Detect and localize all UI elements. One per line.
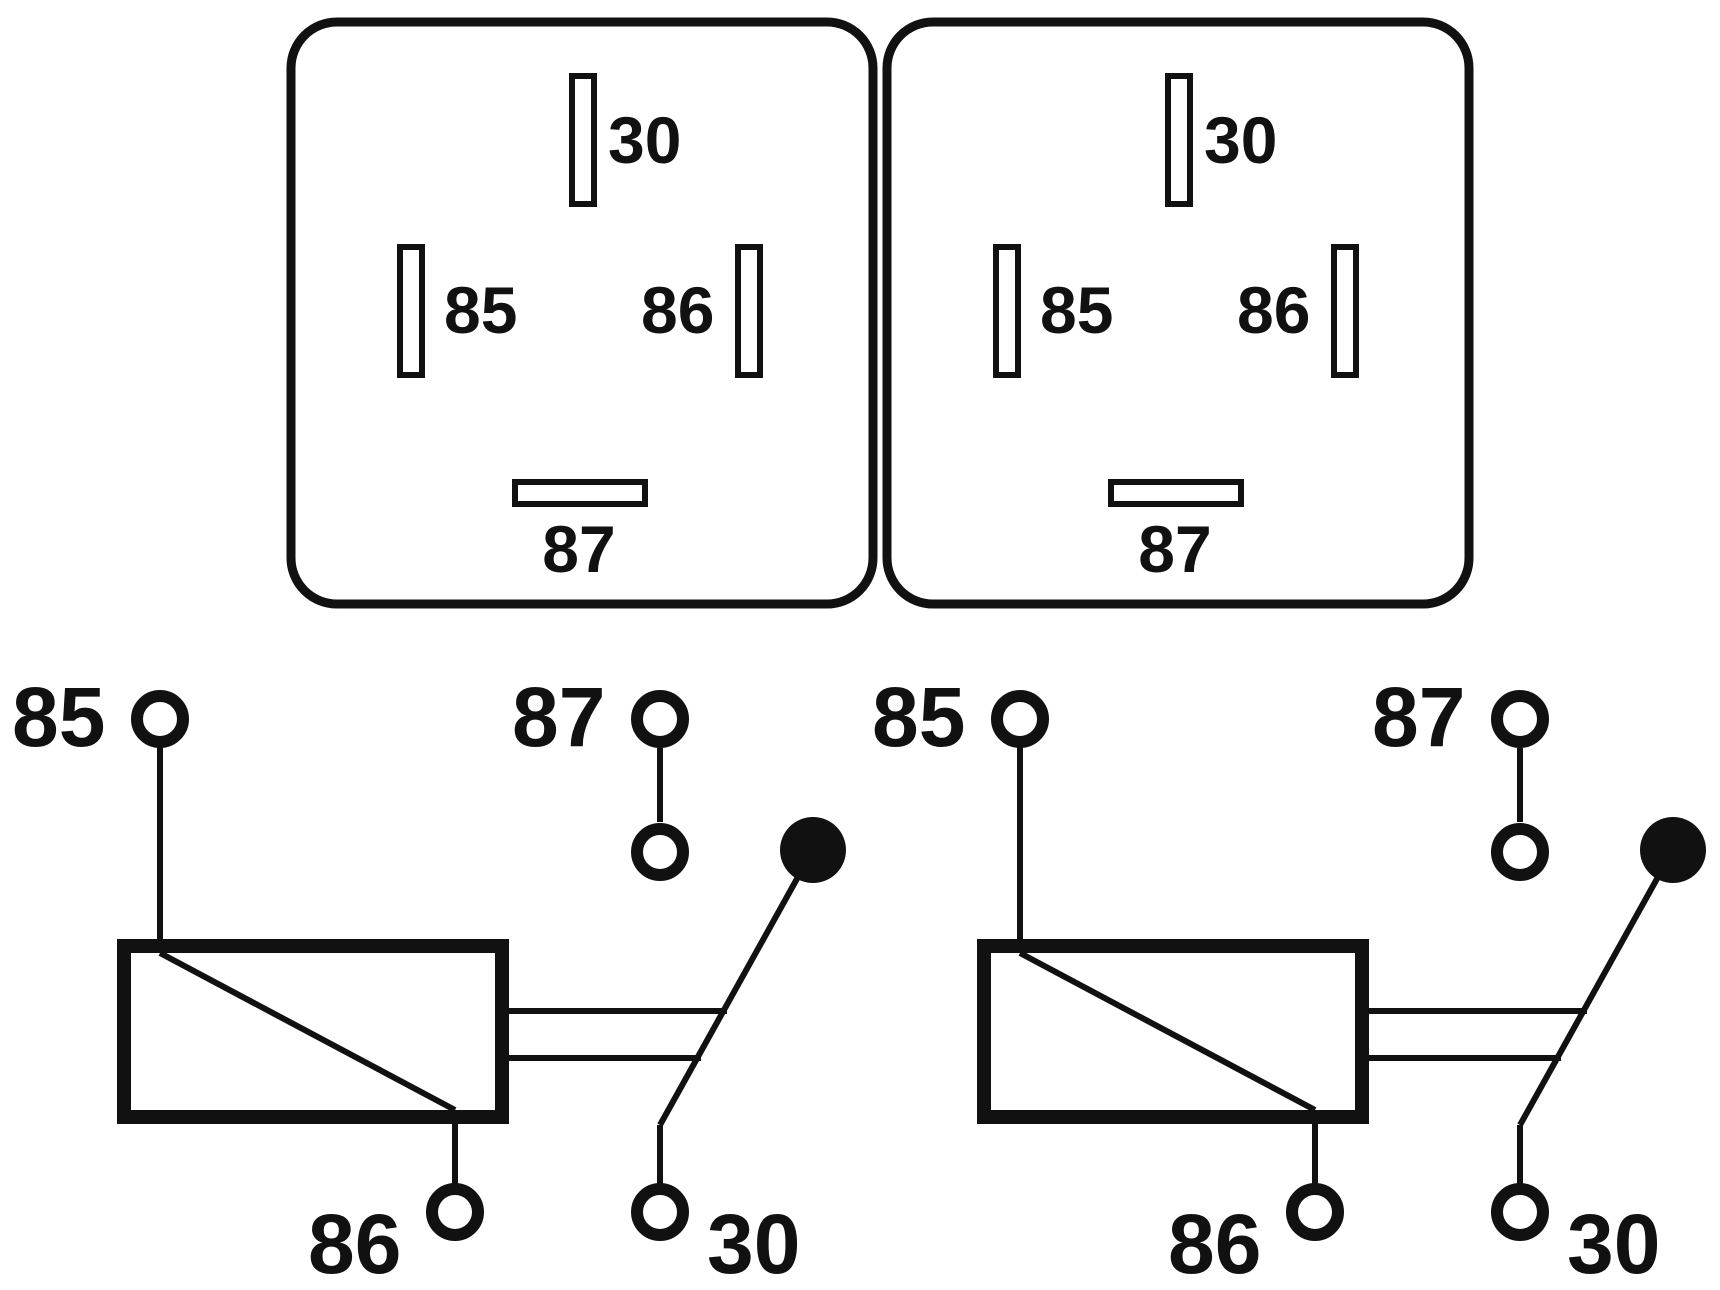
terminal-87-label: 87 [512,670,605,764]
relay-schematic-1: 85 86 87 30 [12,670,846,1290]
contact-87-ring [1491,823,1549,881]
switch-arm [657,848,816,1127]
terminal-30-label: 30 [707,1197,800,1285]
terminal-87-ring [1491,690,1549,748]
terminal-85-label: 85 [12,670,105,764]
switch-arm [1517,848,1676,1127]
terminal-85-label: 85 [872,670,965,764]
pin-30-blade [569,73,597,207]
pin-86-label: 86 [641,273,714,347]
pin-87-label: 87 [1138,512,1211,586]
pin-85-blade [397,244,425,378]
contact-87-ring [631,823,689,881]
pin-85-blade [993,244,1021,378]
pin-87-blade [512,479,648,507]
pin-30-label: 30 [608,103,681,177]
relay-box-1: 30 85 86 87 [286,17,878,609]
relay-box-outline [286,17,878,609]
terminal-86-label: 86 [308,1197,401,1285]
terminal-86-label: 86 [1168,1197,1261,1285]
terminal-30-label: 30 [1567,1197,1660,1285]
switch-pivot-dot [780,817,846,883]
pin-85-label: 85 [444,273,517,347]
pin-30-label: 30 [1204,103,1277,177]
terminal-86-ring [426,1183,484,1241]
terminal-87-ring [631,690,689,748]
pin-85-label: 85 [1040,273,1113,347]
coil-diagonal [1018,950,1317,1113]
pin-30-blade [1165,73,1193,207]
relay-schematic-2: 85 86 87 30 [872,670,1706,1290]
coil-box [117,939,509,1124]
terminal-87-label: 87 [1372,670,1465,764]
coil-box [977,939,1369,1124]
terminal-30-ring [631,1183,689,1241]
relay-box-outline [882,17,1474,609]
terminal-86-ring [1286,1183,1344,1241]
pin-86-blade [735,244,763,378]
terminal-85-ring [991,690,1049,748]
relay-box-2: 30 85 86 87 [882,17,1474,609]
switch-pivot-dot [1640,817,1706,883]
terminal-30-ring [1491,1183,1549,1241]
terminal-85-ring [131,690,189,748]
coil-diagonal [158,950,457,1113]
pin-87-blade [1108,479,1244,507]
pin-87-label: 87 [542,512,615,586]
pin-86-blade [1331,244,1359,378]
pin-86-label: 86 [1237,273,1310,347]
